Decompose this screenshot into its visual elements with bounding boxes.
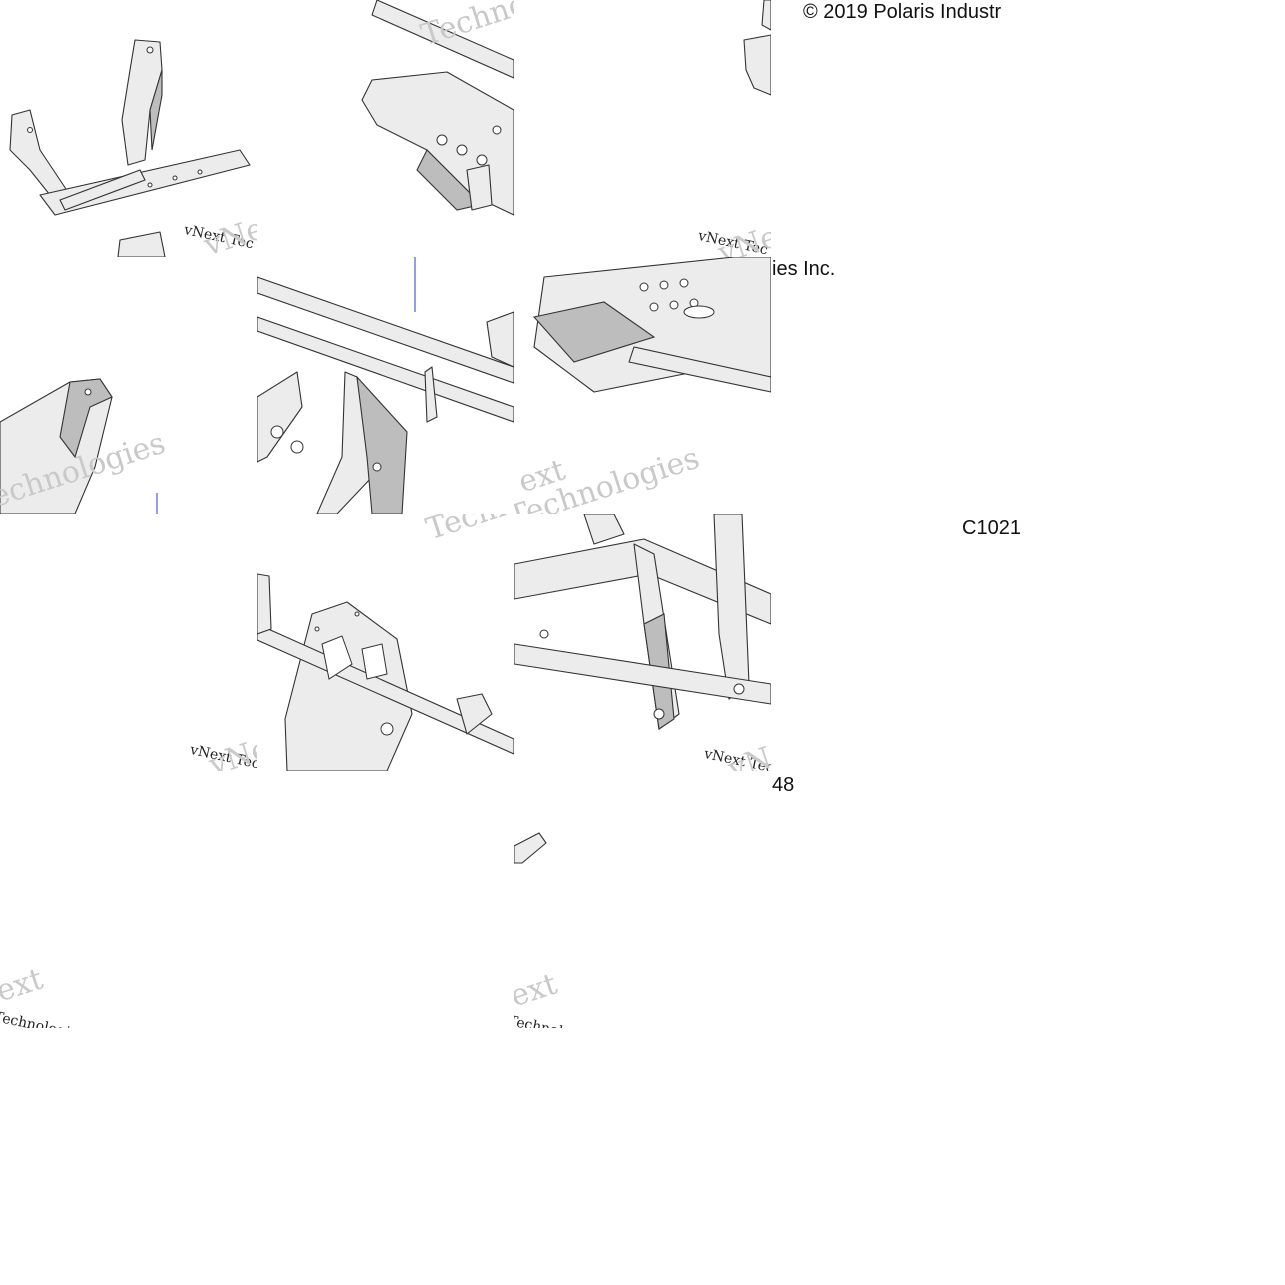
- seat-bulkhead-drawing: [257, 573, 514, 771]
- diagram-tile-row4-left: ext Technologies: [0, 771, 257, 1028]
- diagram-tile-frame-assembly: vNext Tec vNext: [514, 514, 771, 771]
- diagram-tile-row4-right: ext Technologies: [514, 771, 771, 1028]
- watermark-technologies-small-1: Technologies: [0, 1009, 87, 1028]
- diagram-code: C1021: [962, 517, 1021, 539]
- frame-assembly-drawing: [514, 514, 771, 730]
- watermark-ext-2: ext: [0, 961, 48, 1010]
- diagram-tile-skid-plate: Technologies: [0, 257, 257, 514]
- frame-center-drawing: [257, 257, 514, 514]
- diagram-tile-seat-bulkhead: Technologies: [257, 514, 514, 771]
- bracket-fragment-drawing: [514, 832, 547, 864]
- diagram-tile-vnext-blank: vNext Tec vNext: [0, 514, 257, 771]
- callout-label-48[interactable]: 48: [772, 774, 795, 796]
- frame-bracket-drawing: [743, 0, 771, 96]
- frame-front-top-drawing: [361, 0, 514, 216]
- diagram-tile-frame-rear: vNext Tec vNext: [0, 0, 257, 257]
- diagram-tile-floor-plate: Technologies ext: [514, 257, 771, 514]
- copyright-text: © 2019 Polaris Industr: [803, 1, 1002, 23]
- skid-plate-drawing: [0, 378, 158, 514]
- watermark-vnext-3: vNext: [205, 722, 257, 771]
- company-fragment-text: ies Inc.: [772, 258, 836, 280]
- diagram-tile-frame-bracket: vNext Tec vNext: [514, 0, 771, 257]
- diagram-tile-frame-front-top: Technologies: [257, 0, 514, 257]
- frame-rear-drawing: [9, 39, 251, 257]
- floor-plate-drawing: [532, 257, 771, 393]
- diagram-tile-frame-center: [257, 257, 514, 514]
